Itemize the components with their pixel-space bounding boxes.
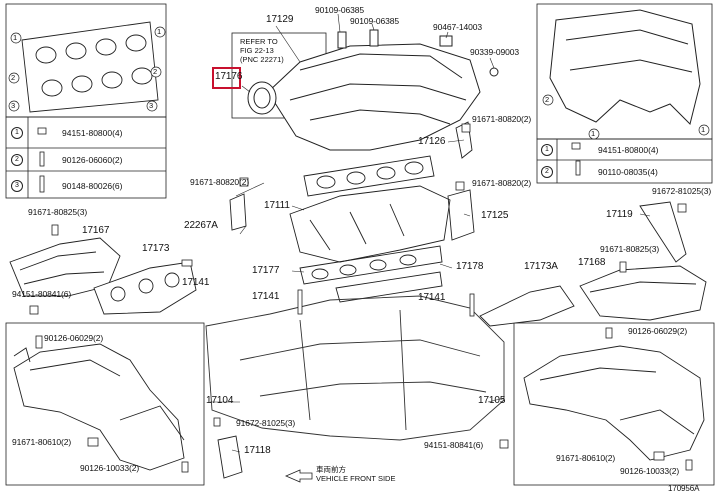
reference-note: REFER TO FIG 22-13 (PNC 22271) — [240, 37, 284, 64]
part-label[interactable]: 91671-80610(2) — [556, 453, 616, 463]
part-label[interactable]: 90339-09003 — [470, 47, 520, 57]
legend-left-part[interactable]: 90148-80026(6) — [62, 181, 123, 191]
part-label[interactable]: 17173 — [142, 243, 170, 254]
part-label[interactable]: 17141 — [252, 291, 280, 302]
part-label[interactable]: 94151-80841(6) — [424, 440, 484, 450]
part-label[interactable]: 91672-81025(3) — [652, 186, 712, 196]
callout-left: 3 — [11, 101, 16, 110]
callout-left: 1 — [157, 27, 162, 36]
legend-right-num: 2 — [541, 166, 553, 178]
part-label[interactable]: 17178 — [456, 261, 484, 272]
callout-left: 2 — [153, 67, 158, 76]
vehicle-front-label: 車両前方 VEHICLE FRONT SIDE — [316, 465, 396, 483]
callout-left: 2 — [11, 73, 16, 82]
part-label[interactable]: 17167 — [82, 225, 110, 236]
part-label[interactable]: 17125 — [481, 210, 509, 221]
legend-left-num: 2 — [11, 154, 23, 166]
part-label[interactable]: 91671-80610(2) — [12, 437, 72, 447]
part-label[interactable]: 22267A — [184, 220, 218, 231]
part-label[interactable]: 17126 — [418, 136, 446, 147]
callout-left: 3 — [149, 101, 154, 110]
part-label[interactable]: 91671-80825(3) — [28, 207, 88, 217]
diagram-id: 170956A — [668, 484, 700, 493]
legend-left-part[interactable]: 94151-80800(4) — [62, 128, 123, 138]
part-label[interactable]: 17141 — [418, 292, 446, 303]
right-legend-box — [536, 138, 713, 184]
part-label-highlighted[interactable]: 17176 — [215, 71, 243, 82]
part-label[interactable]: 91671-80820(2) — [472, 178, 532, 188]
legend-left-num: 3 — [11, 180, 23, 192]
callout-right: 1 — [591, 129, 596, 138]
legend-right-num: 1 — [541, 144, 553, 156]
part-label[interactable]: 17119 — [606, 209, 633, 220]
part-label[interactable]: 90126-06029(2) — [44, 333, 104, 343]
part-label[interactable]: 17104 — [206, 395, 234, 406]
part-label[interactable]: 90467-14003 — [433, 22, 483, 32]
part-label[interactable]: 17141 — [182, 277, 210, 288]
highlighted-part-frame — [212, 67, 241, 89]
callout-right: 2 — [545, 95, 550, 104]
legend-left-part[interactable]: 90126-06060(2) — [62, 155, 123, 165]
part-label[interactable]: 91671-80820(2) — [472, 114, 532, 124]
part-label[interactable]: 17168 — [578, 257, 606, 268]
left-legend-box — [5, 116, 167, 199]
part-label[interactable]: 90109-06385 — [315, 5, 365, 15]
part-label[interactable]: 17173A — [524, 261, 558, 272]
left-converter-box — [5, 322, 205, 486]
part-label[interactable]: 17118 — [244, 445, 271, 456]
part-label[interactable]: 94151-80841(6) — [12, 289, 72, 299]
part-label[interactable]: 90126-06029(2) — [628, 326, 688, 336]
legend-left-num: 1 — [11, 127, 23, 139]
part-label[interactable]: 17111 — [264, 200, 290, 211]
gasket-detail-box — [5, 3, 167, 118]
part-label[interactable]: 90126-10033(2) — [80, 463, 140, 473]
part-label[interactable]: 91671-80820(2) — [190, 177, 250, 187]
part-label[interactable]: 17129 — [266, 14, 294, 25]
right-converter-box — [513, 322, 715, 486]
part-label[interactable]: 17177 — [252, 265, 280, 276]
legend-right-part[interactable]: 90110-08035(4) — [598, 167, 658, 177]
callout-right: 1 — [701, 125, 706, 134]
part-label[interactable]: 90109-06385 — [350, 16, 400, 26]
legend-right-part[interactable]: 94151-80800(4) — [598, 145, 659, 155]
part-label[interactable]: 91672-81025(3) — [236, 418, 296, 428]
callout-left: 1 — [13, 33, 18, 42]
part-label[interactable]: 17105 — [478, 395, 506, 406]
part-label[interactable]: 91671-80825(3) — [600, 244, 660, 254]
part-label[interactable]: 90126-10033(2) — [620, 466, 680, 476]
